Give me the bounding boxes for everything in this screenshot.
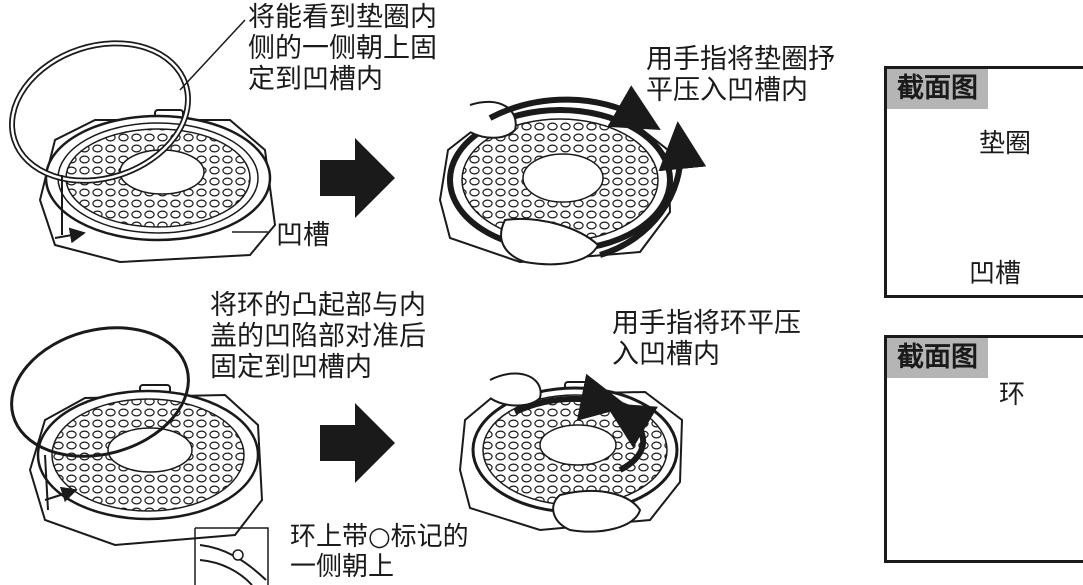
lid-with-ring-figure [10,326,264,547]
press-gasket-figure [438,85,707,266]
next-step-arrow [320,138,395,218]
ring-mark-inset [194,527,269,585]
press-ring-figure [458,372,684,533]
gasket-label: 垫圈 [979,129,1032,159]
section-groove-label: 凹槽 [969,259,1022,289]
step2-press-instruction: 用手指将环平压 入凹槽内 [612,308,801,370]
ring-mark-note: 环上带○标记的 一侧朝上 [290,522,469,582]
step1-instruction: 将能看到垫圈内 侧的一侧朝上固 定到凹槽内 [248,2,437,95]
panel-title: 截面图 [887,338,988,378]
next-step-arrow-2 [320,403,395,483]
panel-title: 截面图 [887,69,988,109]
ring-label: 环 [999,380,1026,410]
step2-instruction: 将环的凸起部与内 盖的凹陷部对准后 固定到凹槽内 [210,290,426,383]
ring-o-mark [232,549,244,561]
cross-section-panel-gasket: 截面图 垫圈 凹槽 [884,66,1083,298]
step1-press-instruction: 用手指将垫圈抒 平压入凹槽内 [646,44,835,106]
lid-with-gasket-figure [9,19,277,264]
cross-section-panel-ring: 截面图 环 [884,335,1083,563]
groove-label: 凹槽 [276,220,330,251]
